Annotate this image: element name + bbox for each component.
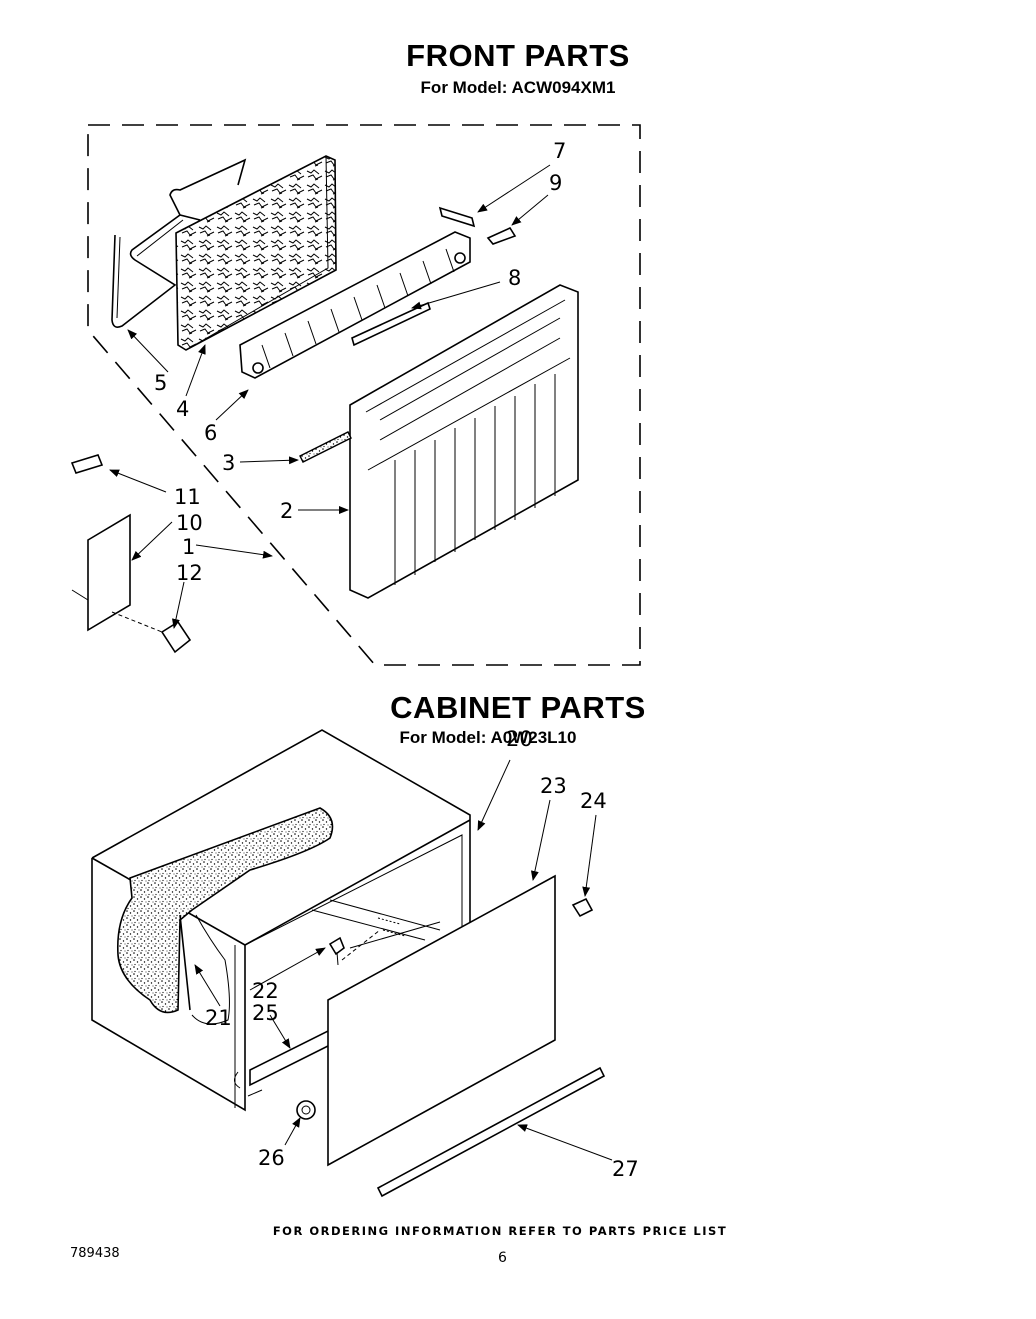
callout-1: 1 (182, 535, 195, 559)
callout-4: 4 (176, 397, 189, 421)
part-10-bracket-plate (71, 513, 131, 632)
document-number: 789438 (70, 1246, 120, 1261)
callout-10: 10 (176, 511, 203, 535)
callout-3: 3 (222, 451, 235, 475)
part-7-lever (438, 206, 476, 228)
page-number: 6 (498, 1250, 507, 1266)
cabinet-parts-model: For Model: A0W23L10 (399, 728, 577, 747)
callout-5: 5 (154, 371, 167, 395)
part-4-air-filter (175, 155, 337, 351)
front-assembly-boundary (87, 124, 641, 666)
callout-27: 27 (612, 1157, 639, 1181)
front-leader-lines (109, 164, 551, 629)
cabinet-leader-lines (194, 759, 613, 1161)
part-23-front-panel (327, 874, 556, 1167)
part-22-screw (328, 929, 381, 966)
callout-8: 8 (508, 266, 521, 290)
cabinet-callout-labels: 20 23 24 22 25 21 26 27 (205, 727, 639, 1181)
part-24-screw (571, 897, 594, 918)
part-9-clip (486, 226, 517, 245)
callout-21: 21 (205, 1006, 232, 1030)
part-21-insulation (116, 807, 334, 1025)
front-parts-title: FRONT PARTS (406, 38, 630, 73)
callout-6: 6 (204, 421, 217, 445)
part-27-seal-rod (376, 1066, 606, 1198)
part-12-knob (111, 611, 192, 654)
callout-7: 7 (553, 139, 566, 163)
callout-2: 2 (280, 499, 293, 523)
ordering-info-note: FOR ORDERING INFORMATION REFER TO PARTS … (272, 1224, 728, 1238)
part-2-front-grille (349, 284, 579, 599)
front-callout-labels: 7 9 8 5 4 6 3 11 10 1 12 2 (154, 139, 566, 585)
part-26-grommet (296, 1100, 316, 1120)
part-6-louver-bar (239, 231, 471, 379)
callout-23: 23 (540, 774, 567, 798)
cabinet-parts-title: CABINET PARTS (390, 690, 646, 725)
part-3-seal-strip (299, 431, 352, 463)
part-8-louver-link (351, 301, 431, 347)
callout-12: 12 (176, 561, 203, 585)
callout-11: 11 (174, 485, 201, 509)
callout-20: 20 (506, 727, 533, 751)
callout-24: 24 (580, 789, 607, 813)
callout-22: 22 (252, 979, 279, 1003)
part-11-block (70, 454, 104, 474)
callout-25: 25 (252, 1001, 279, 1025)
part-5-support-rod (111, 158, 247, 328)
front-parts-model: For Model: ACW094XM1 (420, 78, 616, 97)
part-20-cabinet-shell (91, 729, 471, 1112)
callout-9: 9 (549, 171, 562, 195)
callout-26: 26 (258, 1146, 285, 1170)
